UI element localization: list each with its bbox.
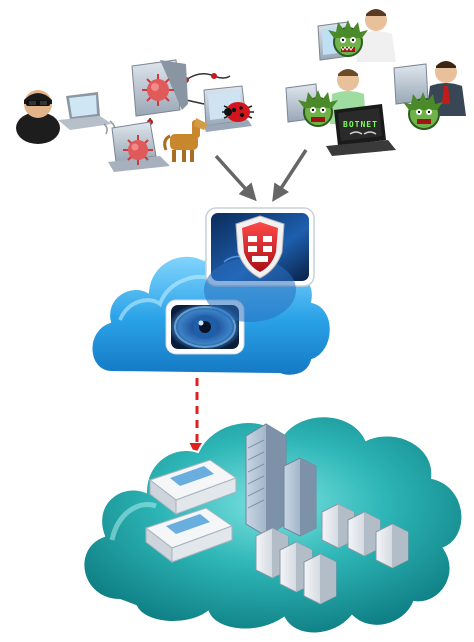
botnet-screen-label: BOTNET [343,120,378,129]
security-gateway [204,207,315,322]
office-building-icon [245,423,287,537]
malware-cluster [108,59,254,172]
firewall-appliance [144,507,234,564]
user-icon [356,9,396,62]
arrow-left [214,154,257,202]
office-building-icon [283,457,317,537]
shield-icon [235,215,285,279]
firewall-appliance [148,459,238,516]
virus-icon [123,74,174,165]
corporate-network [82,415,464,635]
laptop-icon [58,92,112,130]
zombie-icon [298,20,443,130]
botnet-users: BOTNET [285,9,466,156]
arrow-right [272,149,308,202]
globe-icon [204,258,296,322]
bug-icon [222,102,254,122]
threat-traffic-arrows [214,149,308,202]
trojan-horse-icon [163,118,208,162]
server-rack-icon [375,523,409,569]
server-rack-icon [303,553,337,605]
hacker-icon [16,90,60,144]
server-rack-icon [347,511,381,557]
botnet-laptop: BOTNET [326,104,396,156]
